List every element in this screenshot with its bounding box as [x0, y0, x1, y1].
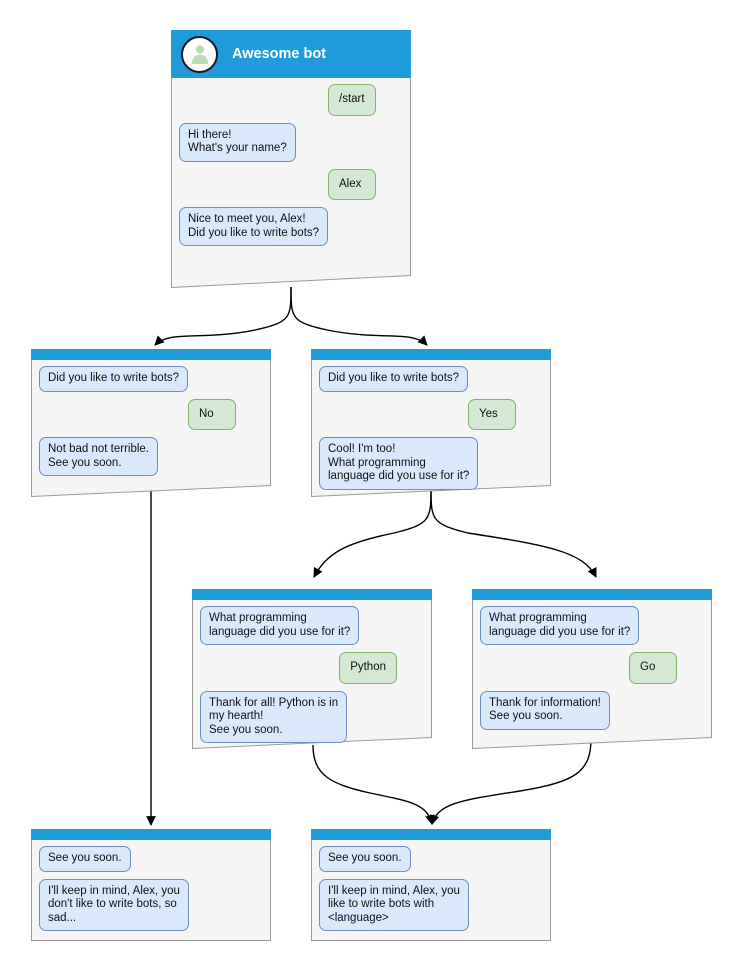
- node-end-yes-header: [311, 829, 551, 840]
- message-row: Did you like to write bots?: [39, 366, 263, 392]
- message-row: Thank for all! Python is in my hearth! S…: [200, 690, 424, 743]
- node-language-go-chat: What programming language did you use fo…: [472, 600, 712, 737]
- node-end-no-chat: See you soon. I'll keep in mind, Alex, y…: [31, 840, 271, 938]
- message-row: Yes: [319, 398, 543, 430]
- user-message-bubble[interactable]: Yes: [468, 398, 516, 430]
- node-end-yes[interactable]: See you soon. I'll keep in mind, Alex, y…: [311, 829, 551, 941]
- bot-message-bubble[interactable]: Nice to meet you, Alex! Did you like to …: [179, 207, 329, 246]
- message-row: Go: [480, 652, 704, 684]
- bot-message-bubble[interactable]: Not bad not terrible. See you soon.: [39, 437, 159, 476]
- node-end-yes-chat: See you soon. I'll keep in mind, Alex, y…: [311, 840, 551, 938]
- user-message-bubble[interactable]: Go: [629, 652, 677, 684]
- message-row: Hi there! What's your name?: [179, 122, 403, 162]
- node-end-no[interactable]: See you soon. I'll keep in mind, Alex, y…: [31, 829, 271, 941]
- message-row: What programming language did you use fo…: [200, 606, 424, 645]
- edge-yes-to-python: [313, 486, 432, 578]
- edge-start-to-yes: [290, 286, 428, 346]
- bot-message-bubble[interactable]: See you soon.: [39, 846, 131, 872]
- message-row: Cool! I'm too! What programming language…: [319, 437, 543, 490]
- node-start[interactable]: Awesome bot /start Hi there! What's your…: [171, 30, 411, 288]
- node-start-header: Awesome bot: [171, 30, 411, 78]
- user-message-bubble[interactable]: Alex: [328, 168, 376, 200]
- bot-message-bubble[interactable]: Thank for all! Python is in my hearth! S…: [200, 690, 348, 743]
- node-language-go[interactable]: What programming language did you use fo…: [472, 589, 712, 749]
- message-row: Nice to meet you, Alex! Did you like to …: [179, 207, 403, 246]
- message-row: See you soon.: [319, 846, 543, 872]
- user-message-bubble[interactable]: No: [188, 398, 236, 430]
- bot-message-bubble[interactable]: Hi there! What's your name?: [179, 122, 296, 162]
- node-answer-no-chat: Did you like to write bots? No Not bad n…: [31, 360, 271, 483]
- bot-message-bubble[interactable]: What programming language did you use fo…: [480, 606, 640, 645]
- message-row: /start: [179, 84, 403, 116]
- bot-message-bubble[interactable]: See you soon.: [319, 846, 411, 872]
- bot-title: Awesome bot: [232, 46, 327, 62]
- node-language-go-header: [472, 589, 712, 600]
- node-language-python[interactable]: What programming language did you use fo…: [192, 589, 432, 749]
- message-row: I'll keep in mind, Alex, you like to wri…: [319, 878, 543, 931]
- message-row: Python: [200, 652, 424, 684]
- bot-message-bubble[interactable]: I'll keep in mind, Alex, you like to wri…: [319, 878, 469, 931]
- node-start-chat: /start Hi there! What's your name? Alex …: [171, 78, 411, 253]
- edge-start-to-no: [154, 286, 292, 346]
- node-language-python-header: [192, 589, 432, 600]
- node-language-python-chat: What programming language did you use fo…: [192, 600, 432, 750]
- message-row: Alex: [179, 168, 403, 200]
- bot-message-bubble[interactable]: Did you like to write bots?: [319, 366, 469, 392]
- message-row: Did you like to write bots?: [319, 366, 543, 392]
- message-row: No: [39, 398, 263, 430]
- edge-yes-to-go: [430, 486, 597, 578]
- message-row: What programming language did you use fo…: [480, 606, 704, 645]
- bot-message-bubble[interactable]: What programming language did you use fo…: [200, 606, 360, 645]
- node-answer-no[interactable]: Did you like to write bots? No Not bad n…: [31, 349, 271, 497]
- person-avatar-icon: [181, 35, 218, 73]
- user-message-bubble[interactable]: /start: [328, 84, 376, 116]
- bot-message-bubble[interactable]: I'll keep in mind, Alex, you don't like …: [39, 878, 189, 931]
- bot-message-bubble[interactable]: Cool! I'm too! What programming language…: [319, 437, 479, 490]
- bot-message-bubble[interactable]: Thank for information! See you soon.: [480, 690, 610, 730]
- node-answer-yes[interactable]: Did you like to write bots? Yes Cool! I'…: [311, 349, 551, 497]
- edge-go-to-end: [429, 738, 592, 825]
- message-row: See you soon.: [39, 846, 263, 872]
- node-answer-no-header: [31, 349, 271, 360]
- bot-message-bubble[interactable]: Did you like to write bots?: [39, 366, 189, 392]
- node-answer-yes-chat: Did you like to write bots? Yes Cool! I'…: [311, 360, 551, 497]
- node-end-no-header: [31, 829, 271, 840]
- message-row: Thank for information! See you soon.: [480, 690, 704, 730]
- edge-python-to-end: [312, 744, 435, 825]
- user-message-bubble[interactable]: Python: [339, 652, 397, 684]
- message-row: Not bad not terrible. See you soon.: [39, 437, 263, 476]
- message-row: I'll keep in mind, Alex, you don't like …: [39, 878, 263, 931]
- node-answer-yes-header: [311, 349, 551, 360]
